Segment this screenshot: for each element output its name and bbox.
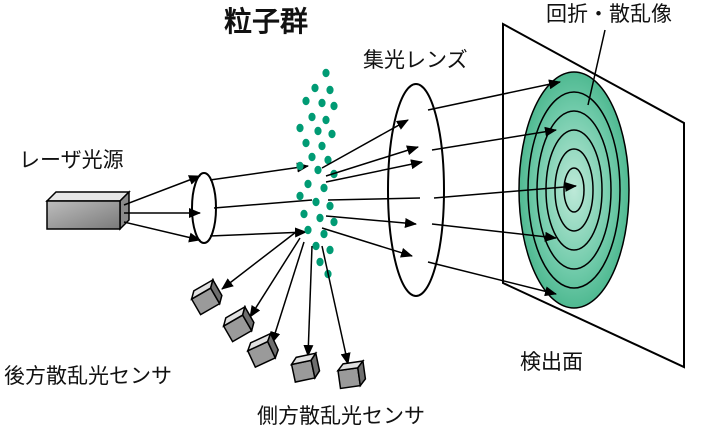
side-sensor-label: 側方散乱光センサ — [257, 404, 425, 428]
particle-dot — [330, 217, 338, 227]
particle-dot — [312, 241, 320, 251]
particle-dot — [320, 183, 328, 193]
back-sensor-label: 後方散乱光センサ — [4, 364, 172, 388]
particle-cloud — [296, 68, 338, 279]
side-sensor-1 — [289, 351, 321, 383]
particle-dot — [312, 197, 320, 207]
particle-dot — [302, 138, 310, 148]
back-scatter-sensors — [190, 277, 280, 369]
collimated-beam — [209, 162, 313, 238]
particles-label: 粒子群 — [224, 5, 309, 38]
sensor-rays — [221, 231, 351, 365]
back-sensor-2 — [222, 304, 255, 343]
particle-dot — [316, 213, 324, 223]
particle-dot — [322, 115, 330, 125]
particle-dot — [318, 141, 326, 151]
particle-dot — [314, 126, 322, 136]
particle-dot — [302, 96, 310, 106]
particle-dot — [311, 83, 319, 93]
side-scatter-sensors — [289, 351, 367, 390]
particle-dot — [296, 191, 304, 201]
side-sensor-2 — [336, 359, 367, 390]
particle-dot — [300, 209, 308, 219]
pattern-label-leader — [587, 29, 606, 106]
particle-dot — [324, 155, 332, 165]
collection-lens — [387, 83, 445, 297]
laser-source — [45, 190, 131, 231]
scattered-rays — [321, 119, 423, 258]
particle-dot — [328, 129, 336, 139]
particle-dot — [296, 161, 304, 171]
particle-dot — [296, 123, 304, 133]
particle-dot — [326, 201, 334, 211]
particle-dot — [304, 179, 312, 189]
particle-dot — [318, 98, 326, 108]
particle-dot — [308, 112, 316, 122]
particle-dot — [320, 229, 328, 239]
back-sensor-1 — [190, 277, 223, 316]
laser-label: レーザ光源 — [19, 148, 124, 172]
particle-dot — [326, 245, 334, 255]
pattern-label: 回折・散乱像 — [546, 2, 672, 26]
collimator-lens — [191, 172, 217, 244]
detector-label: 検出面 — [520, 350, 583, 374]
lens-label: 集光レンズ — [363, 48, 468, 72]
particle-dot — [326, 85, 334, 95]
back-sensor-3 — [246, 331, 280, 369]
particle-dot — [304, 225, 312, 235]
particle-dot — [314, 165, 322, 175]
particle-dot — [316, 257, 324, 267]
particle-dot — [330, 101, 338, 111]
focused-rays — [427, 79, 577, 297]
particle-dot — [322, 68, 330, 78]
particle-dot — [308, 152, 316, 162]
laser-beam — [123, 175, 201, 243]
